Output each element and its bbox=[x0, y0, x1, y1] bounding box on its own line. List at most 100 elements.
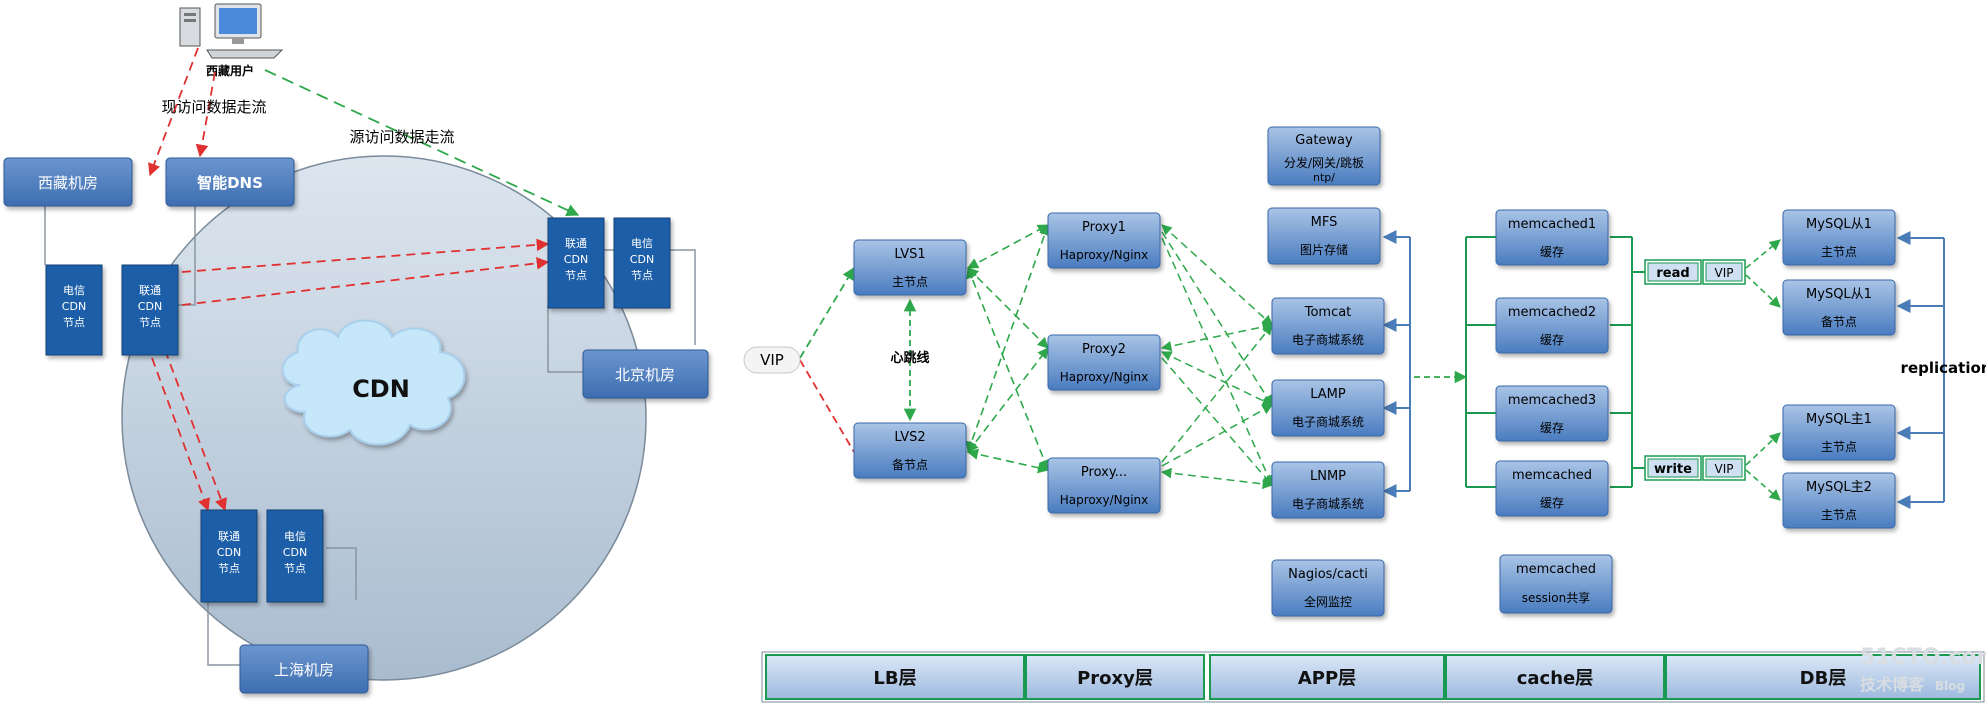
lvs1-node: LVS1 主节点 bbox=[853, 239, 967, 296]
layer-proxy-label: Proxy层 bbox=[1077, 668, 1153, 689]
node-subtitle: 缓存 bbox=[1540, 245, 1564, 259]
beijing-telecom-cdn-node: 电信 CDN 节点 bbox=[613, 217, 671, 309]
node-title: MySQL从1 bbox=[1806, 287, 1872, 302]
node-subtitle: 图片存储 bbox=[1300, 242, 1348, 257]
node-title: MySQL从1 bbox=[1806, 217, 1872, 232]
current-flow-arrows bbox=[148, 47, 550, 512]
node-subtitle: 电子商城系统 bbox=[1292, 332, 1364, 347]
mysql-master2-node: MySQL主2 主节点 bbox=[1782, 472, 1896, 529]
node-title: Proxy... bbox=[1081, 465, 1127, 480]
node-subtitle: 主节点 bbox=[1821, 440, 1857, 454]
tibet-telecom-cdn-node: 电信 CDN 节点 bbox=[45, 264, 103, 356]
layer-app bbox=[1209, 654, 1445, 700]
layer-cache-label: cache层 bbox=[1517, 668, 1594, 689]
cdn-node-line: CDN bbox=[564, 253, 588, 266]
memcached4-node: memcached 缓存 bbox=[1495, 460, 1609, 517]
read-label: read bbox=[1656, 266, 1689, 281]
node-subtitle: 分发/网关/跳板 bbox=[1284, 155, 1364, 170]
shanghai-telecom-cdn-node: 电信 CDN 节点 bbox=[266, 509, 324, 603]
node-title: Gateway bbox=[1295, 133, 1353, 148]
layer-bar: LB层 Proxy层 APP层 cache层 DB层 bbox=[761, 651, 1985, 703]
node-title: LVS1 bbox=[894, 247, 925, 262]
cdn-node-line: 电信 bbox=[284, 530, 306, 543]
db-links bbox=[1745, 239, 1781, 501]
beijing-unicom-cdn-node: 联通 CDN 节点 bbox=[547, 217, 605, 309]
read-vip-label: VIP bbox=[1715, 266, 1734, 280]
proxy3-node: Proxy... Haproxy/Nginx bbox=[1047, 457, 1161, 514]
beijing-room-label: 北京机房 bbox=[615, 366, 675, 384]
beijing-room: 北京机房 bbox=[582, 349, 709, 399]
cache-db-bracket bbox=[1610, 236, 1645, 488]
node-title: Proxy2 bbox=[1082, 342, 1126, 357]
node-subtitle: 主节点 bbox=[1821, 508, 1857, 522]
current-flow-label: 现访问数据走流 bbox=[161, 98, 266, 116]
memcached3-node: memcached3 缓存 bbox=[1495, 385, 1609, 442]
layer-db bbox=[1665, 654, 1981, 700]
watermark: 51CTO.com 技术博客 Blog bbox=[1860, 645, 1986, 694]
layer-cache bbox=[1445, 654, 1665, 700]
cdn-node-line: 节点 bbox=[218, 562, 240, 575]
node-subtitle: 主节点 bbox=[1821, 245, 1857, 259]
cdn-node-line: 电信 bbox=[63, 284, 85, 297]
smart-dns-label: 智能DNS bbox=[197, 174, 263, 192]
node-title: LVS2 bbox=[894, 430, 925, 445]
watermark-blog-cn: 技术博客 bbox=[1860, 675, 1925, 694]
node-title: Tomcat bbox=[1304, 305, 1352, 320]
proxy1-node: Proxy1 Haproxy/Nginx bbox=[1047, 212, 1161, 269]
shanghai-room: 上海机房 bbox=[239, 644, 369, 694]
cdn-node-line: 联通 bbox=[218, 530, 240, 543]
node-subtitle: 缓存 bbox=[1540, 421, 1564, 435]
shanghai-unicom-cdn-node: 联通 CDN 节点 bbox=[200, 509, 258, 603]
node-subtitle: Haproxy/Nginx bbox=[1060, 370, 1149, 384]
watermark-site: 51CTO.com bbox=[1860, 645, 1986, 670]
node-title: memcached bbox=[1512, 468, 1592, 483]
replication-label: replication bbox=[1901, 359, 1986, 377]
shanghai-room-label: 上海机房 bbox=[274, 661, 334, 679]
cdn-node-line: CDN bbox=[630, 253, 654, 266]
node-subtitle: session共享 bbox=[1522, 590, 1590, 605]
cdn-node-line: 节点 bbox=[284, 562, 306, 575]
layer-app-label: APP层 bbox=[1298, 668, 1356, 689]
cdn-cloud-label: CDN bbox=[352, 375, 410, 403]
node-subtitle: 电子商城系统 bbox=[1292, 414, 1364, 429]
layer-lb bbox=[765, 654, 1025, 700]
nagios-node: Nagios/cacti 全网监控 bbox=[1271, 559, 1385, 617]
cdn-node-line: 联通 bbox=[139, 284, 161, 297]
node-title: memcached bbox=[1516, 562, 1596, 577]
node-subtitle: Haproxy/Nginx bbox=[1060, 248, 1149, 262]
node-title: Nagios/cacti bbox=[1288, 567, 1368, 582]
write-tag: write bbox=[1644, 455, 1702, 481]
lnmp-node: LNMP 电子商城系统 bbox=[1271, 461, 1385, 519]
node-subtitle: 备节点 bbox=[1821, 315, 1857, 329]
node-subtitle: 缓存 bbox=[1540, 496, 1564, 510]
vip-pill: VIP bbox=[743, 346, 801, 374]
vip-label: VIP bbox=[760, 351, 784, 369]
tibet-room: 西藏机房 bbox=[3, 157, 133, 207]
node-title: memcached2 bbox=[1508, 305, 1596, 320]
proxy2-node: Proxy2 Haproxy/Nginx bbox=[1047, 334, 1161, 391]
mysql-slave1-node: MySQL从1 主节点 bbox=[1782, 209, 1896, 266]
node-subtitle: 全网监控 bbox=[1304, 594, 1352, 609]
memcached1-node: memcached1 缓存 bbox=[1495, 209, 1609, 266]
vip-links bbox=[799, 266, 855, 453]
cache-bracket bbox=[1465, 236, 1496, 488]
cdn-node-line: 联通 bbox=[565, 237, 587, 250]
write-vip-label: VIP bbox=[1715, 462, 1734, 476]
node-subtitle: 主节点 bbox=[892, 275, 928, 289]
write-label: write bbox=[1654, 462, 1692, 477]
heartbeat-label: 心跳线 bbox=[890, 350, 929, 366]
origin-flow-label: 源访问数据走流 bbox=[349, 128, 454, 146]
lvs2-node: LVS2 备节点 bbox=[853, 422, 967, 479]
cdn-node-line: 电信 bbox=[631, 237, 653, 250]
smart-dns: 智能DNS bbox=[165, 157, 295, 207]
user-label: 西藏用户 bbox=[206, 63, 254, 78]
cdn-node-line: CDN bbox=[138, 300, 162, 313]
cdn-node-line: 节点 bbox=[139, 316, 161, 329]
tibet-unicom-cdn-node: 联通 CDN 节点 bbox=[121, 264, 179, 356]
mfs-node: MFS 图片存储 bbox=[1267, 207, 1381, 265]
proxy-app-links bbox=[1160, 224, 1274, 490]
gateway-node: Gateway 分发/网关/跳板 ntp/ bbox=[1267, 126, 1381, 186]
node-title: memcached3 bbox=[1508, 393, 1596, 408]
watermark-blog-en: Blog bbox=[1935, 679, 1965, 693]
